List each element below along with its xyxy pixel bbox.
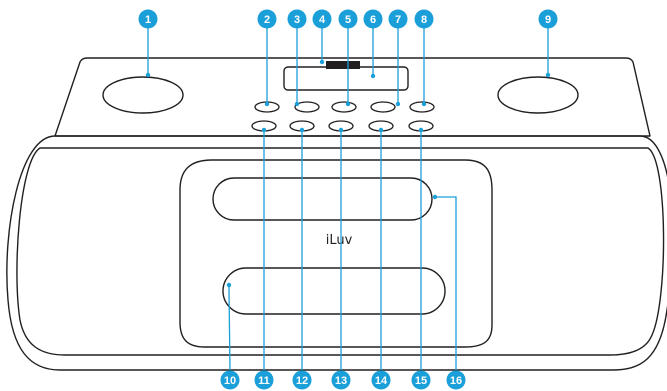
top-leader-lines — [147, 28, 549, 104]
dock-connector — [326, 61, 360, 69]
callout-9: 9 — [538, 9, 558, 29]
device-body: iLuv — [6, 57, 667, 371]
brand-label: iLuv — [326, 233, 353, 248]
callout-11: 11 — [254, 370, 274, 390]
bottom-leader-lines — [228, 130, 457, 371]
callout-14: 14 — [371, 370, 391, 390]
svg-text:11: 11 — [258, 375, 270, 387]
upper-dock-slot — [212, 177, 433, 221]
callout-3: 3 — [287, 9, 307, 29]
callout-1: 1 — [138, 9, 158, 29]
svg-text:14: 14 — [375, 375, 388, 387]
top-leader-dots — [145, 59, 551, 107]
front-body — [6, 135, 667, 371]
svg-text:9: 9 — [545, 14, 551, 26]
callout-8: 8 — [414, 9, 434, 29]
button-7[interactable] — [370, 101, 396, 113]
callout-6: 6 — [363, 9, 383, 29]
callout-16: 16 — [446, 370, 466, 390]
svg-text:1: 1 — [145, 14, 151, 26]
callout-7: 7 — [388, 9, 408, 29]
right-speaker — [497, 76, 579, 114]
svg-text:2: 2 — [264, 14, 270, 26]
callout-13: 13 — [331, 370, 351, 390]
dock-recess — [179, 159, 493, 348]
button-3[interactable] — [294, 101, 320, 113]
callout-10: 10 — [220, 370, 240, 390]
callout-4: 4 — [312, 9, 332, 29]
callout-12: 12 — [292, 370, 312, 390]
svg-text:10: 10 — [224, 375, 236, 387]
callout-15: 15 — [411, 370, 431, 390]
top-button-row — [254, 101, 435, 113]
svg-text:8: 8 — [421, 14, 427, 26]
callout-5: 5 — [338, 9, 358, 29]
svg-text:3: 3 — [294, 14, 300, 26]
lower-dock-slot — [222, 267, 446, 315]
callout-2: 2 — [257, 9, 277, 29]
top-panel — [54, 57, 651, 137]
svg-text:5: 5 — [345, 14, 351, 26]
svg-text:12: 12 — [296, 375, 308, 387]
button-8[interactable] — [409, 101, 435, 113]
svg-text:7: 7 — [395, 14, 401, 26]
display-window — [283, 66, 409, 91]
left-speaker — [102, 76, 184, 114]
bottom-leader-dots — [226, 127, 438, 288]
svg-text:15: 15 — [415, 375, 427, 387]
front-face — [16, 147, 665, 356]
button-5[interactable] — [331, 101, 357, 113]
svg-text:16: 16 — [450, 375, 462, 387]
svg-text:13: 13 — [335, 375, 347, 387]
svg-text:4: 4 — [319, 14, 326, 26]
svg-text:6: 6 — [370, 14, 376, 26]
